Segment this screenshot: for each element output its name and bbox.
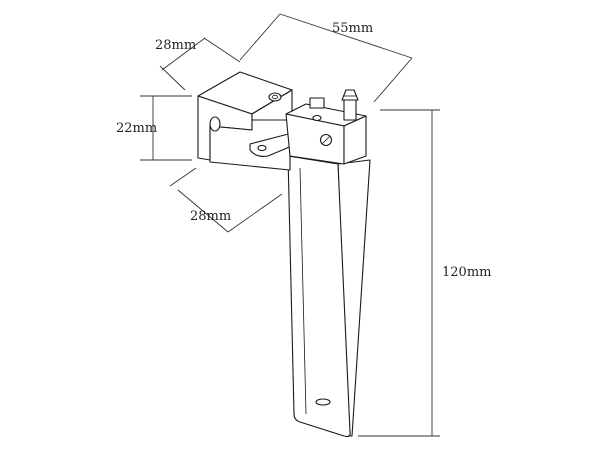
blade-front-face	[287, 155, 351, 438]
dim-line-bottom-depth	[177, 189, 229, 233]
housing-lug-hole	[312, 114, 322, 122]
set-screw-slot	[321, 135, 331, 145]
ext-line-top-depth-b	[203, 37, 241, 63]
dim-line-top-depth	[161, 37, 206, 71]
dimension-labels: 28mm 55mm 22mm 28mm 120mm	[116, 21, 491, 280]
housing-side-face	[343, 115, 367, 165]
blade-edge-line	[299, 167, 307, 415]
dim-line-overall-width	[239, 13, 281, 61]
dim-label-bracket-depth-bottom: 28mm	[190, 209, 231, 224]
ext-line-top-depth-a	[159, 65, 186, 91]
ext-line-overall-width	[373, 57, 413, 103]
dim-label-bracket-depth-top: 28mm	[155, 38, 196, 53]
housing-top-lug	[309, 97, 325, 109]
ext-line-bottom-depth-a	[169, 167, 197, 187]
rudder-blade	[287, 155, 371, 438]
dim-line-overall-width-b	[279, 13, 413, 59]
nipple-body	[343, 99, 357, 121]
bracket-pivot-hole	[268, 92, 282, 102]
water-pickup-nipple	[341, 89, 359, 121]
bracket-slot	[209, 116, 221, 132]
blade-mounting-hole	[315, 398, 331, 406]
dimension-lines	[140, 13, 440, 437]
rudder-assembly	[197, 71, 371, 438]
dim-label-overall-width: 55mm	[332, 21, 373, 36]
ext-line-bottom-depth-b	[227, 193, 283, 233]
tiller-arm-hole	[257, 144, 267, 152]
bracket-pivot-hole-inner	[272, 94, 278, 100]
mounting-bracket	[197, 71, 293, 171]
dim-label-blade-length: 120mm	[442, 265, 491, 280]
dim-label-bracket-height: 22mm	[116, 121, 157, 136]
nipple-barb	[341, 89, 359, 101]
